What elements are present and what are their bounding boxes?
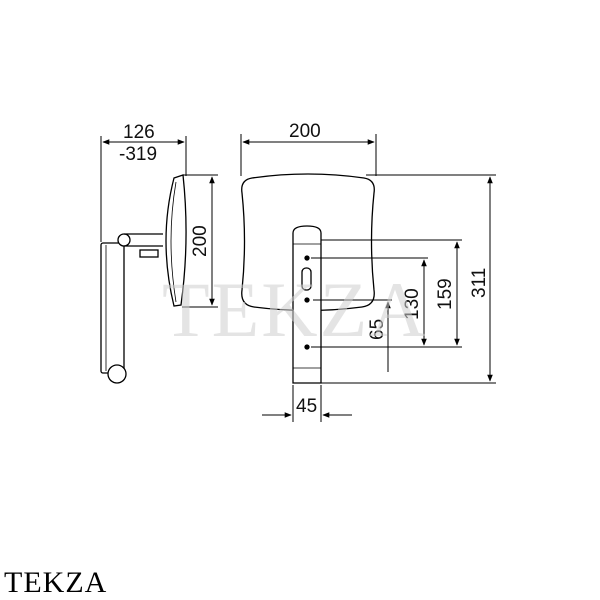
front-view	[241, 173, 375, 384]
mount-hole-middle	[304, 297, 310, 303]
side-pivot-joint	[117, 233, 131, 247]
mount-hole-lower	[304, 344, 310, 350]
depth-label-bottom: -319	[119, 144, 157, 165]
front-mirror-face	[241, 173, 375, 312]
hole-dim-159-label: 159	[435, 278, 456, 310]
mount-hole-upper	[304, 255, 310, 261]
front-wall-plate	[292, 225, 322, 384]
mirror-width-label: 200	[289, 121, 321, 142]
side-bottom-knob	[107, 364, 127, 384]
brand-logo: TEKZA	[4, 566, 108, 599]
total-height-label: 311	[469, 268, 490, 298]
side-view	[100, 174, 187, 384]
depth-label-top: 126	[123, 122, 155, 143]
side-mirror-height-label: 200	[190, 225, 211, 257]
hole-dim-65-label: 65	[367, 319, 388, 340]
side-wall-plate	[100, 242, 125, 374]
side-dimensions	[100, 136, 218, 308]
side-arm-clamp	[139, 249, 159, 258]
watermark: TEKZA	[162, 266, 428, 353]
front-dimensions	[240, 134, 496, 422]
side-mirror-profile	[165, 174, 187, 307]
plate-width-label: 45	[296, 396, 317, 417]
hole-dim-130-label: 130	[402, 288, 423, 320]
plate-slot	[301, 267, 312, 291]
